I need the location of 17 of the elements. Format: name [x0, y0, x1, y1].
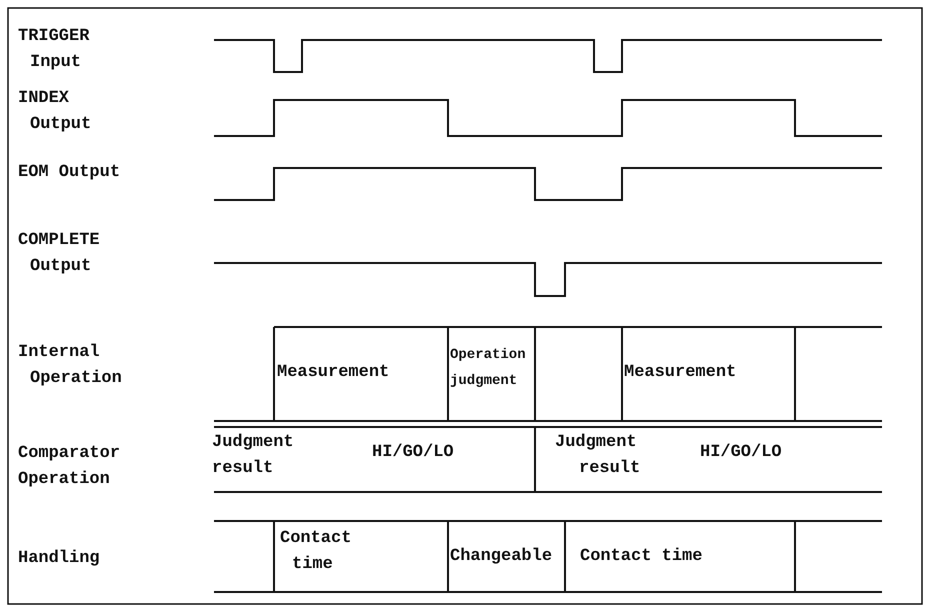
phase-label: Measurement: [277, 362, 390, 384]
phase-label: HI/GO/LO: [372, 442, 455, 464]
phase-label: Operation judgment: [450, 346, 527, 391]
signal-label: Comparator Operation: [18, 443, 122, 491]
phase-label: Changeable: [450, 546, 554, 568]
signal-label: Internal Operation: [18, 342, 123, 390]
phase-label: Measurement: [624, 362, 738, 384]
signal-label: Handling: [18, 548, 101, 570]
signal-label: INDEX Output: [18, 88, 92, 136]
phase-label: Judgment result: [555, 432, 642, 480]
signal-label: EOM Output: [18, 162, 122, 184]
phase-label: Contact time: [580, 546, 704, 568]
phase-label: HI/GO/LO: [700, 442, 783, 464]
signal-label: TRIGGER Input: [18, 26, 90, 74]
phase-label: Judgment result: [212, 432, 295, 480]
phase-label: Contact time: [280, 528, 352, 576]
signal-label: COMPLETE Output: [18, 230, 101, 278]
